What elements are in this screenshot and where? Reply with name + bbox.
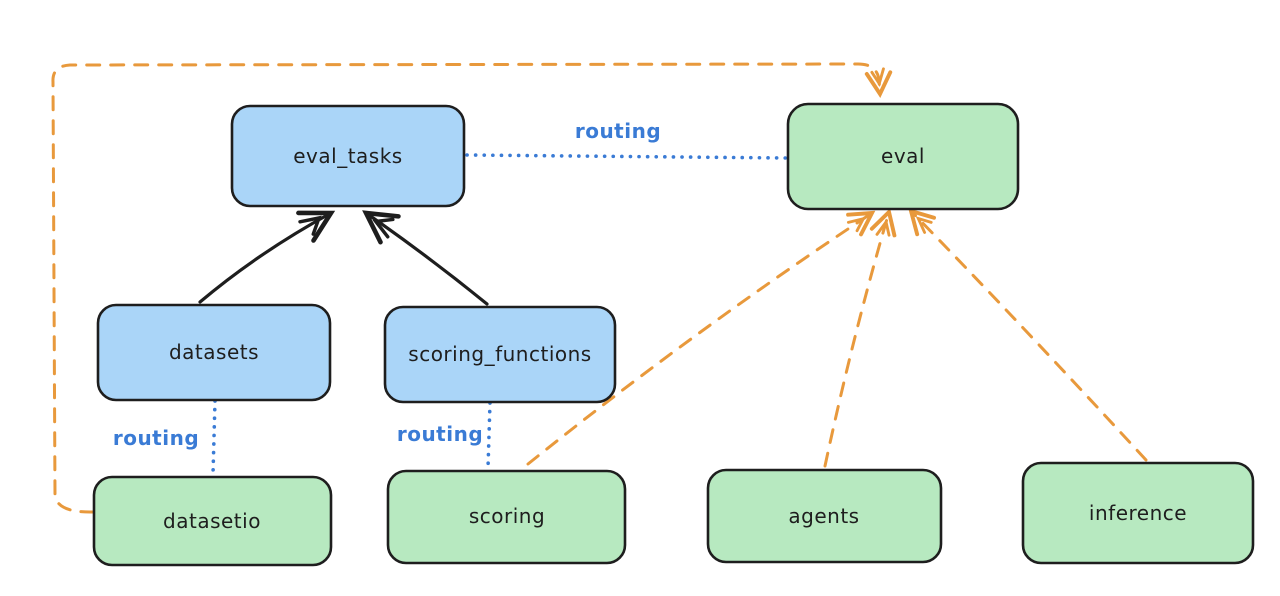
node-scoring: scoring bbox=[386, 469, 627, 565]
node-datasets: datasets bbox=[96, 303, 332, 402]
node-eval: eval bbox=[786, 102, 1020, 211]
edge-datasets-to-datasetio-routing bbox=[211, 399, 217, 476]
edge-eval-tasks-to-eval-routing bbox=[465, 153, 788, 160]
edge-datasets-to-eval-tasks bbox=[198, 210, 336, 304]
node-box-datasetio bbox=[92, 475, 333, 567]
edge-datasetio-to-eval bbox=[51, 62, 893, 514]
node-datasetio: datasetio bbox=[92, 475, 333, 567]
edge-label-routing-datasets: routing bbox=[113, 426, 199, 450]
node-scoring-functions: scoring_functions bbox=[383, 305, 617, 404]
node-label-scoring: scoring bbox=[469, 504, 545, 528]
node-label-scoring-functions: scoring_functions bbox=[408, 342, 591, 366]
edge-scoring-functions-to-scoring-routing bbox=[486, 401, 492, 470]
edge-scoring-to-eval bbox=[526, 210, 876, 466]
node-box-eval-tasks bbox=[230, 104, 466, 208]
node-box-inference bbox=[1021, 461, 1255, 565]
node-label-agents: agents bbox=[788, 504, 859, 528]
node-box-agents bbox=[706, 468, 943, 564]
node-agents: agents bbox=[706, 468, 943, 564]
edge-label-routing-top: routing bbox=[575, 119, 661, 143]
node-box-scoring-functions bbox=[383, 305, 617, 404]
node-label-eval-tasks: eval_tasks bbox=[293, 144, 402, 168]
node-box-datasets bbox=[96, 303, 332, 402]
node-label-datasets: datasets bbox=[169, 340, 259, 364]
edge-agents-to-eval bbox=[823, 208, 897, 468]
node-label-inference: inference bbox=[1089, 501, 1187, 525]
node-inference: inference bbox=[1021, 461, 1255, 565]
node-box-eval bbox=[786, 102, 1020, 211]
node-label-datasetio: datasetio bbox=[163, 509, 261, 533]
node-eval-tasks: eval_tasks bbox=[230, 104, 466, 208]
edge-label-routing-scoring: routing bbox=[397, 422, 483, 446]
edge-scoring-functions-to-eval-tasks bbox=[362, 210, 489, 306]
edge-inference-to-eval bbox=[908, 208, 1148, 462]
node-label-eval: eval bbox=[881, 144, 925, 168]
node-box-scoring bbox=[386, 469, 627, 565]
